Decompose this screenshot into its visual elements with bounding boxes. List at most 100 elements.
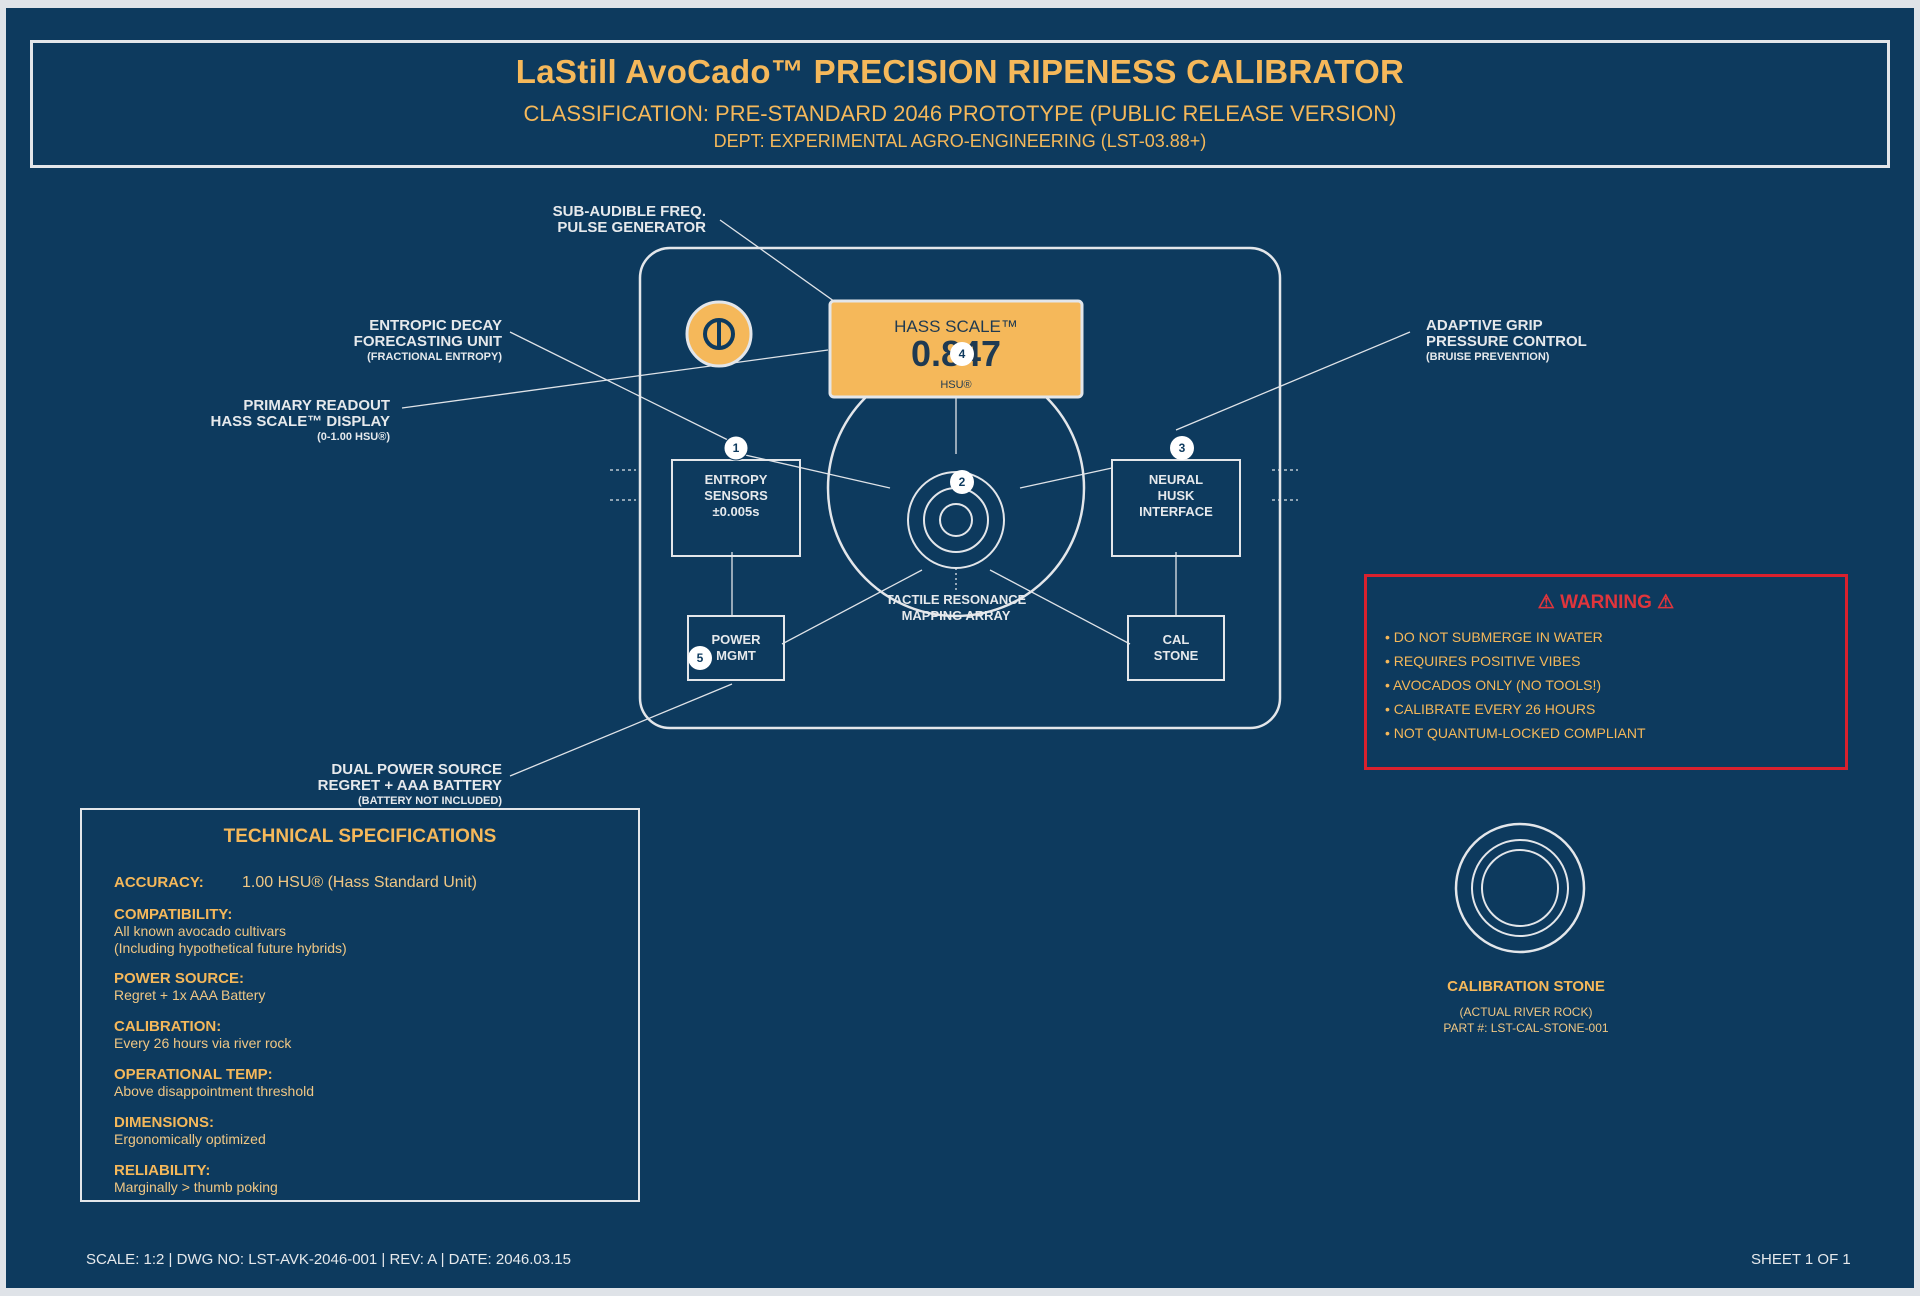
- spec-calibration: CALIBRATION: Every 26 hours via river ro…: [114, 1018, 291, 1052]
- spec-accuracy: ACCURACY: 1.00 HSU® (Hass Standard Unit): [114, 874, 477, 891]
- drawing-info: SCALE: 1:2 | DWG NO: LST-AVK-2046-001 | …: [86, 1251, 571, 1268]
- callout-pulse-generator-1: SUB-AUDIBLE FREQ.: [553, 203, 706, 220]
- callout-dual-power-1: DUAL POWER SOURCE: [331, 761, 502, 778]
- device-body: [638, 246, 1282, 730]
- leader-entropic-decay: [509, 331, 733, 443]
- neural-husk-label-1: NEURAL: [1149, 472, 1203, 487]
- spec-calibration-label: CALIBRATION:: [114, 1018, 222, 1035]
- neural-husk-box: [1111, 459, 1241, 557]
- spec-accuracy-label: ACCURACY:: [114, 874, 204, 891]
- specs-title: TECHNICAL SPECIFICATIONS: [223, 826, 497, 847]
- spec-dimensions: DIMENSIONS: Ergonomically optimized: [114, 1114, 266, 1148]
- svg-text:5: 5: [697, 651, 704, 665]
- callout-primary-readout-1: PRIMARY READOUT: [243, 397, 390, 414]
- leader-adaptive-grip: [1175, 331, 1411, 431]
- marker-1: 1: [723, 435, 749, 461]
- sheet-number: SHEET 1 OF 1: [1751, 1251, 1851, 1268]
- device-diagram: HASS SCALE™ 0.847 HSU® ENTROPY SENSORS ±…: [211, 203, 1587, 954]
- spec-reliability-value: Marginally > thumb poking: [114, 1179, 278, 1195]
- spec-compatibility-line-2: (Including hypothetical future hybrids): [114, 940, 347, 956]
- cal-stone-label-1: CAL: [1163, 632, 1190, 647]
- marker-2: 2: [950, 470, 974, 494]
- drawing-title: LaStill AvoCado™ PRECISION RIPENESS CALI…: [515, 53, 1405, 90]
- warning-item: CALIBRATE EVERY 26 HOURS: [1385, 697, 1646, 721]
- callout-entropic-decay-1: ENTROPIC DECAY: [369, 317, 502, 334]
- entropy-sensors-label-3: ±0.005s: [713, 504, 760, 519]
- callout-primary-readout-sub: (0-1.00 HSU®): [317, 431, 390, 443]
- power-mgmt-box: [687, 615, 785, 681]
- spec-dimensions-label: DIMENSIONS:: [114, 1114, 215, 1131]
- callout-dual-power-sub: (BATTERY NOT INCLUDED): [358, 795, 502, 807]
- display-scale-label: HASS SCALE™: [894, 317, 1018, 336]
- cal-stone-label-2: STONE: [1154, 648, 1199, 663]
- sensor-ring-middle: [923, 487, 989, 553]
- calibration-stone-inner: [1481, 849, 1559, 927]
- spec-dimensions-value: Ergonomically optimized: [114, 1131, 266, 1147]
- warning-panel: ⚠ WARNING ⚠ DO NOT SUBMERGE IN WATER REQ…: [1364, 574, 1848, 770]
- calibration-stone-caption: (ACTUAL RIVER ROCK) PART #: LST-CAL-STON…: [1406, 1004, 1646, 1036]
- calibration-stone-title: CALIBRATION STONE: [1447, 978, 1605, 995]
- cal-stone-box: [1127, 615, 1225, 681]
- spec-power-source-label: POWER SOURCE:: [114, 970, 245, 987]
- svg-text:1: 1: [733, 441, 740, 455]
- neural-husk-label-3: INTERFACE: [1139, 504, 1213, 519]
- svg-text:3: 3: [1179, 441, 1186, 455]
- calibration-stone-sub-1: (ACTUAL RIVER ROCK): [1459, 1005, 1593, 1019]
- callout-adaptive-grip-1: ADAPTIVE GRIP: [1426, 317, 1543, 334]
- spec-operational-temp-label: OPERATIONAL TEMP:: [114, 1066, 273, 1083]
- leader-primary-readout: [401, 349, 829, 409]
- marker-4: 4: [950, 342, 974, 366]
- spec-reliability-label: RELIABILITY:: [114, 1162, 211, 1179]
- department-line: DEPT: EXPERIMENTAL AGRO-ENGINEERING (LST…: [713, 131, 1207, 151]
- warning-item: DO NOT SUBMERGE IN WATER: [1385, 625, 1646, 649]
- warning-title: ⚠ WARNING ⚠: [1537, 592, 1675, 613]
- calibration-stone-outer: [1454, 822, 1586, 954]
- marker-5: 5: [688, 646, 712, 670]
- title-block: LaStill AvoCado™ PRECISION RIPENESS CALI…: [30, 40, 1890, 168]
- connector-stone-array: [989, 569, 1131, 645]
- callout-entropic-decay-2: FORECASTING UNIT: [354, 333, 502, 350]
- warning-item: AVOCADOS ONLY (NO TOOLS!): [1385, 673, 1646, 697]
- spec-power-source: POWER SOURCE: Regret + 1x AAA Battery: [114, 970, 265, 1004]
- leader-lines: [401, 219, 1411, 777]
- connector-entropy-array: [731, 451, 891, 489]
- spec-calibration-value: Every 26 hours via river rock: [114, 1035, 292, 1051]
- calibration-stone-middle: [1471, 839, 1569, 937]
- callout-primary-readout-2: HASS SCALE™ DISPLAY: [211, 413, 390, 430]
- marker-3: 3: [1170, 436, 1194, 460]
- callout-entropic-decay-sub: (FRACTIONAL ENTROPY): [367, 351, 502, 363]
- callout-dual-power-2: REGRET + AAA BATTERY: [318, 777, 502, 794]
- spec-compatibility-line-1: All known avocado cultivars: [114, 923, 286, 939]
- callout-pulse-generator-2: PULSE GENERATOR: [557, 219, 706, 236]
- warning-item: NOT QUANTUM-LOCKED COMPLIANT: [1385, 721, 1646, 745]
- sensor-ring-inner: [939, 503, 973, 537]
- svg-text:2: 2: [959, 475, 966, 489]
- svg-text:4: 4: [959, 347, 966, 361]
- leader-dual-power: [509, 683, 733, 777]
- spec-operational-temp: OPERATIONAL TEMP: Above disappointment t…: [114, 1066, 314, 1100]
- display-unit: HSU®: [940, 379, 971, 391]
- warning-list: DO NOT SUBMERGE IN WATER REQUIRES POSITI…: [1385, 625, 1646, 745]
- entropy-sensors-label-1: ENTROPY: [705, 472, 768, 487]
- spec-compatibility: COMPATIBILITY: All known avocado cultiva…: [114, 906, 347, 957]
- spec-operational-temp-value: Above disappointment threshold: [114, 1083, 315, 1099]
- classification-line: CLASSIFICATION: PRE-STANDARD 2046 PROTOT…: [523, 101, 1397, 126]
- warning-item: REQUIRES POSITIVE VIBES: [1385, 649, 1646, 673]
- technical-specifications-panel: TECHNICAL SPECIFICATIONS ACCURACY: 1.00 …: [80, 808, 640, 1202]
- drawing-sheet: LaStill AvoCado™ PRECISION RIPENESS CALI…: [6, 8, 1914, 1288]
- callout-adaptive-grip-2: PRESSURE CONTROL: [1426, 333, 1587, 350]
- power-mgmt-label-1: POWER: [711, 632, 761, 647]
- spec-power-source-value: Regret + 1x AAA Battery: [114, 987, 266, 1003]
- power-symbol-icon[interactable]: [685, 300, 753, 368]
- spec-reliability: RELIABILITY: Marginally > thumb poking: [114, 1162, 278, 1196]
- tactile-array-label-2: MAPPING ARRAY: [902, 608, 1011, 623]
- connector-neural-array: [1019, 467, 1113, 489]
- connector-power-array: [781, 569, 923, 645]
- spec-accuracy-value: 1.00 HSU® (Hass Standard Unit): [242, 874, 477, 891]
- tactile-array-label-1: TACTILE RESONANCE: [886, 592, 1027, 607]
- entropy-sensors-label-2: SENSORS: [704, 488, 768, 503]
- spec-compatibility-label: COMPATIBILITY:: [114, 906, 233, 923]
- calibration-stone-sub-2: PART #: LST-CAL-STONE-001: [1443, 1021, 1609, 1035]
- power-mgmt-label-2: MGMT: [716, 648, 756, 663]
- callout-adaptive-grip-sub: (BRUISE PREVENTION): [1426, 351, 1550, 363]
